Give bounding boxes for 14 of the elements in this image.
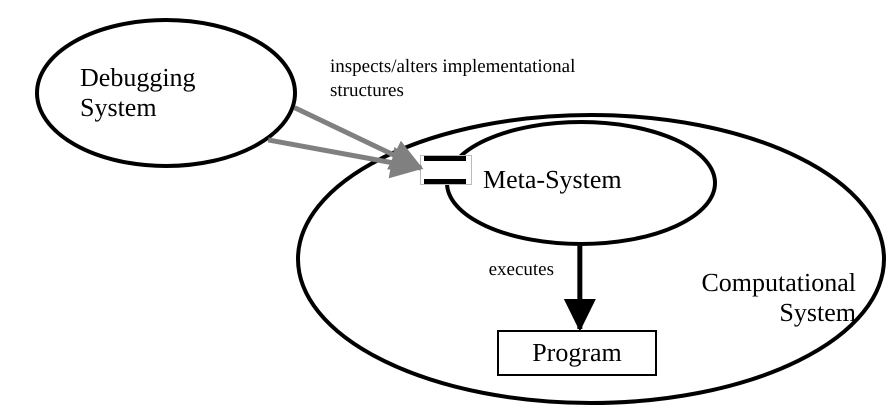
- ellipse-node: [445, 120, 717, 246]
- node-label: Computational System: [700, 268, 856, 328]
- node-label: Meta-System: [483, 165, 623, 195]
- edge-label: executes: [488, 258, 554, 282]
- arrow: [268, 137, 424, 178]
- ellipse-node: [296, 113, 886, 405]
- node-label: Debugging System: [80, 63, 197, 123]
- port-box: [420, 155, 472, 185]
- arrow: [564, 246, 596, 332]
- ellipse-node: [35, 18, 297, 168]
- edge-label: inspects/alters implementational structures: [330, 55, 576, 103]
- process-box: [497, 330, 657, 376]
- node-label: Program: [532, 336, 622, 369]
- arrow: [293, 105, 424, 170]
